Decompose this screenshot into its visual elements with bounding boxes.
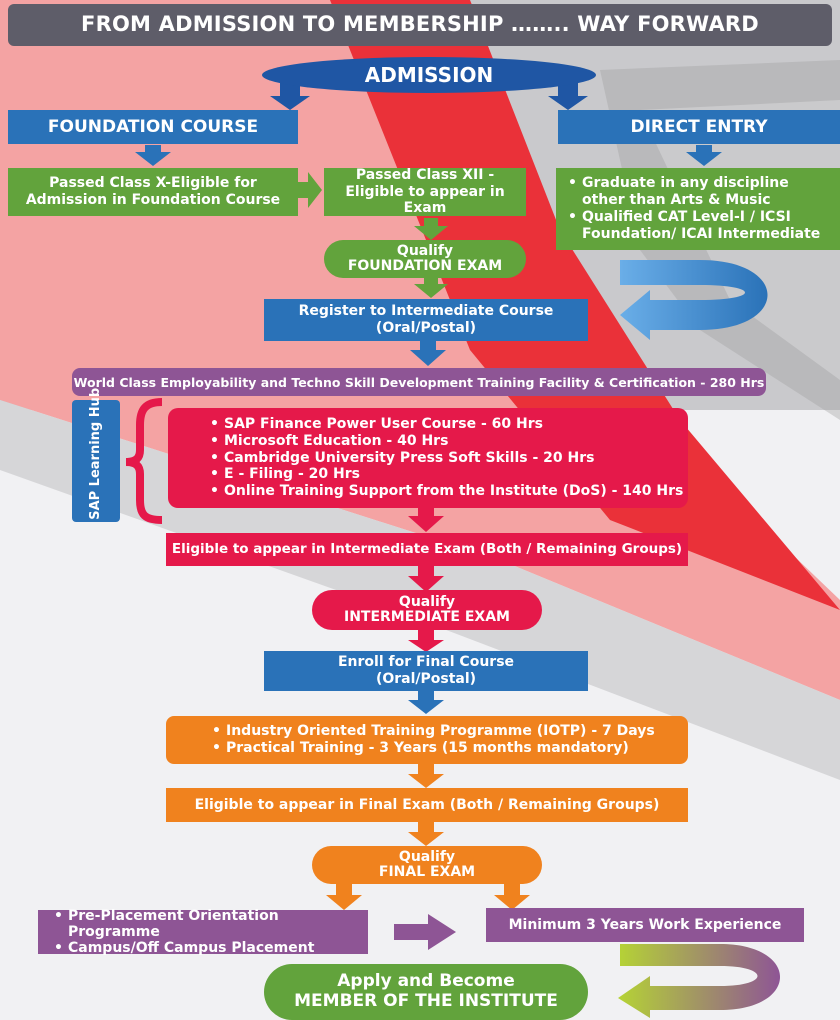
- world-class-training-node: World Class Employability and Techno Ski…: [72, 368, 766, 396]
- enroll-final-node: Enroll for Final Course (Oral/Postal): [264, 651, 588, 691]
- training-item: Cambridge University Press Soft Skills -…: [210, 450, 683, 467]
- arrow-down: [408, 566, 444, 592]
- training-item: E - Filing - 20 Hrs: [210, 466, 683, 483]
- curved-arrow: [618, 944, 780, 1018]
- register-intermediate-node: Register to Intermediate Course (Oral/Po…: [264, 299, 588, 341]
- passed-class-xii-node: Passed Class XII - Eligible to appear in…: [324, 167, 526, 216]
- direct-entry-node: DIRECT ENTRY: [558, 110, 840, 144]
- qualify-foundation-node: Qualify FOUNDATION EXAM: [324, 240, 526, 278]
- arrow-down: [686, 145, 722, 166]
- arrow-down: [410, 341, 446, 366]
- training-item: Microsoft Education - 40 Hrs: [210, 433, 683, 450]
- iotp-node: Industry Oriented Training Programme (IO…: [166, 716, 688, 764]
- arrow-down: [135, 145, 171, 166]
- arrow-down: [414, 218, 448, 240]
- arrow-down: [494, 884, 530, 910]
- qualify-final-node: Qualify FINAL EXAM: [312, 846, 542, 884]
- placement-item: Pre-Placement Orientation Programme: [54, 908, 368, 940]
- iotp-item: Industry Oriented Training Programme (IO…: [212, 723, 655, 740]
- sap-learning-hub-node: SAP Learning Hub: [72, 388, 120, 522]
- training-courses-node: SAP Finance Power User Course - 60 Hrs M…: [168, 408, 688, 508]
- direct-entry-criteria-node: Graduate in any discipline other than Ar…: [556, 168, 840, 250]
- arrow-down: [408, 822, 444, 846]
- page-title: FROM ADMISSION TO MEMBERSHIP …….. WAY FO…: [81, 12, 759, 37]
- placement-node: Pre-Placement Orientation Programme Camp…: [38, 908, 368, 956]
- criteria-item: Graduate in any discipline other than Ar…: [568, 175, 834, 209]
- arrow-down: [548, 82, 588, 110]
- eligible-intermediate-node: Eligible to appear in Intermediate Exam …: [166, 533, 688, 566]
- arrow-down: [408, 764, 444, 788]
- criteria-item: Qualified CAT Level-I / ICSI Foundation/…: [568, 209, 834, 243]
- arrow-down: [408, 690, 444, 714]
- arrow-down: [326, 884, 362, 910]
- training-item: SAP Finance Power User Course - 60 Hrs: [210, 416, 683, 433]
- qualify-intermediate-node: Qualify INTERMEDIATE EXAM: [312, 590, 542, 630]
- placement-item: Campus/Off Campus Placement: [54, 940, 368, 956]
- arrow-down: [414, 276, 448, 298]
- arrow-down: [270, 82, 310, 110]
- training-item: Online Training Support from the Institu…: [210, 483, 683, 500]
- arrow-right: [298, 172, 322, 208]
- work-experience-node: Minimum 3 Years Work Experience: [486, 908, 804, 942]
- admission-label: ADMISSION: [364, 63, 494, 87]
- admission-node: ADMISSION: [262, 57, 596, 93]
- passed-class-x-node: Passed Class X-Eligible for Admission in…: [8, 168, 298, 216]
- page-title-bar: FROM ADMISSION TO MEMBERSHIP …….. WAY FO…: [8, 4, 832, 46]
- member-node: Apply and Become MEMBER OF THE INSTITUTE: [264, 964, 588, 1020]
- foundation-course-node: FOUNDATION COURSE: [8, 110, 298, 144]
- arrow-down: [408, 506, 444, 532]
- eligible-final-node: Eligible to appear in Final Exam (Both /…: [166, 788, 688, 822]
- arrow-down: [408, 630, 444, 652]
- curved-arrow: [620, 260, 768, 340]
- iotp-item: Practical Training - 3 Years (15 months …: [212, 740, 655, 757]
- arrow-right: [394, 914, 456, 950]
